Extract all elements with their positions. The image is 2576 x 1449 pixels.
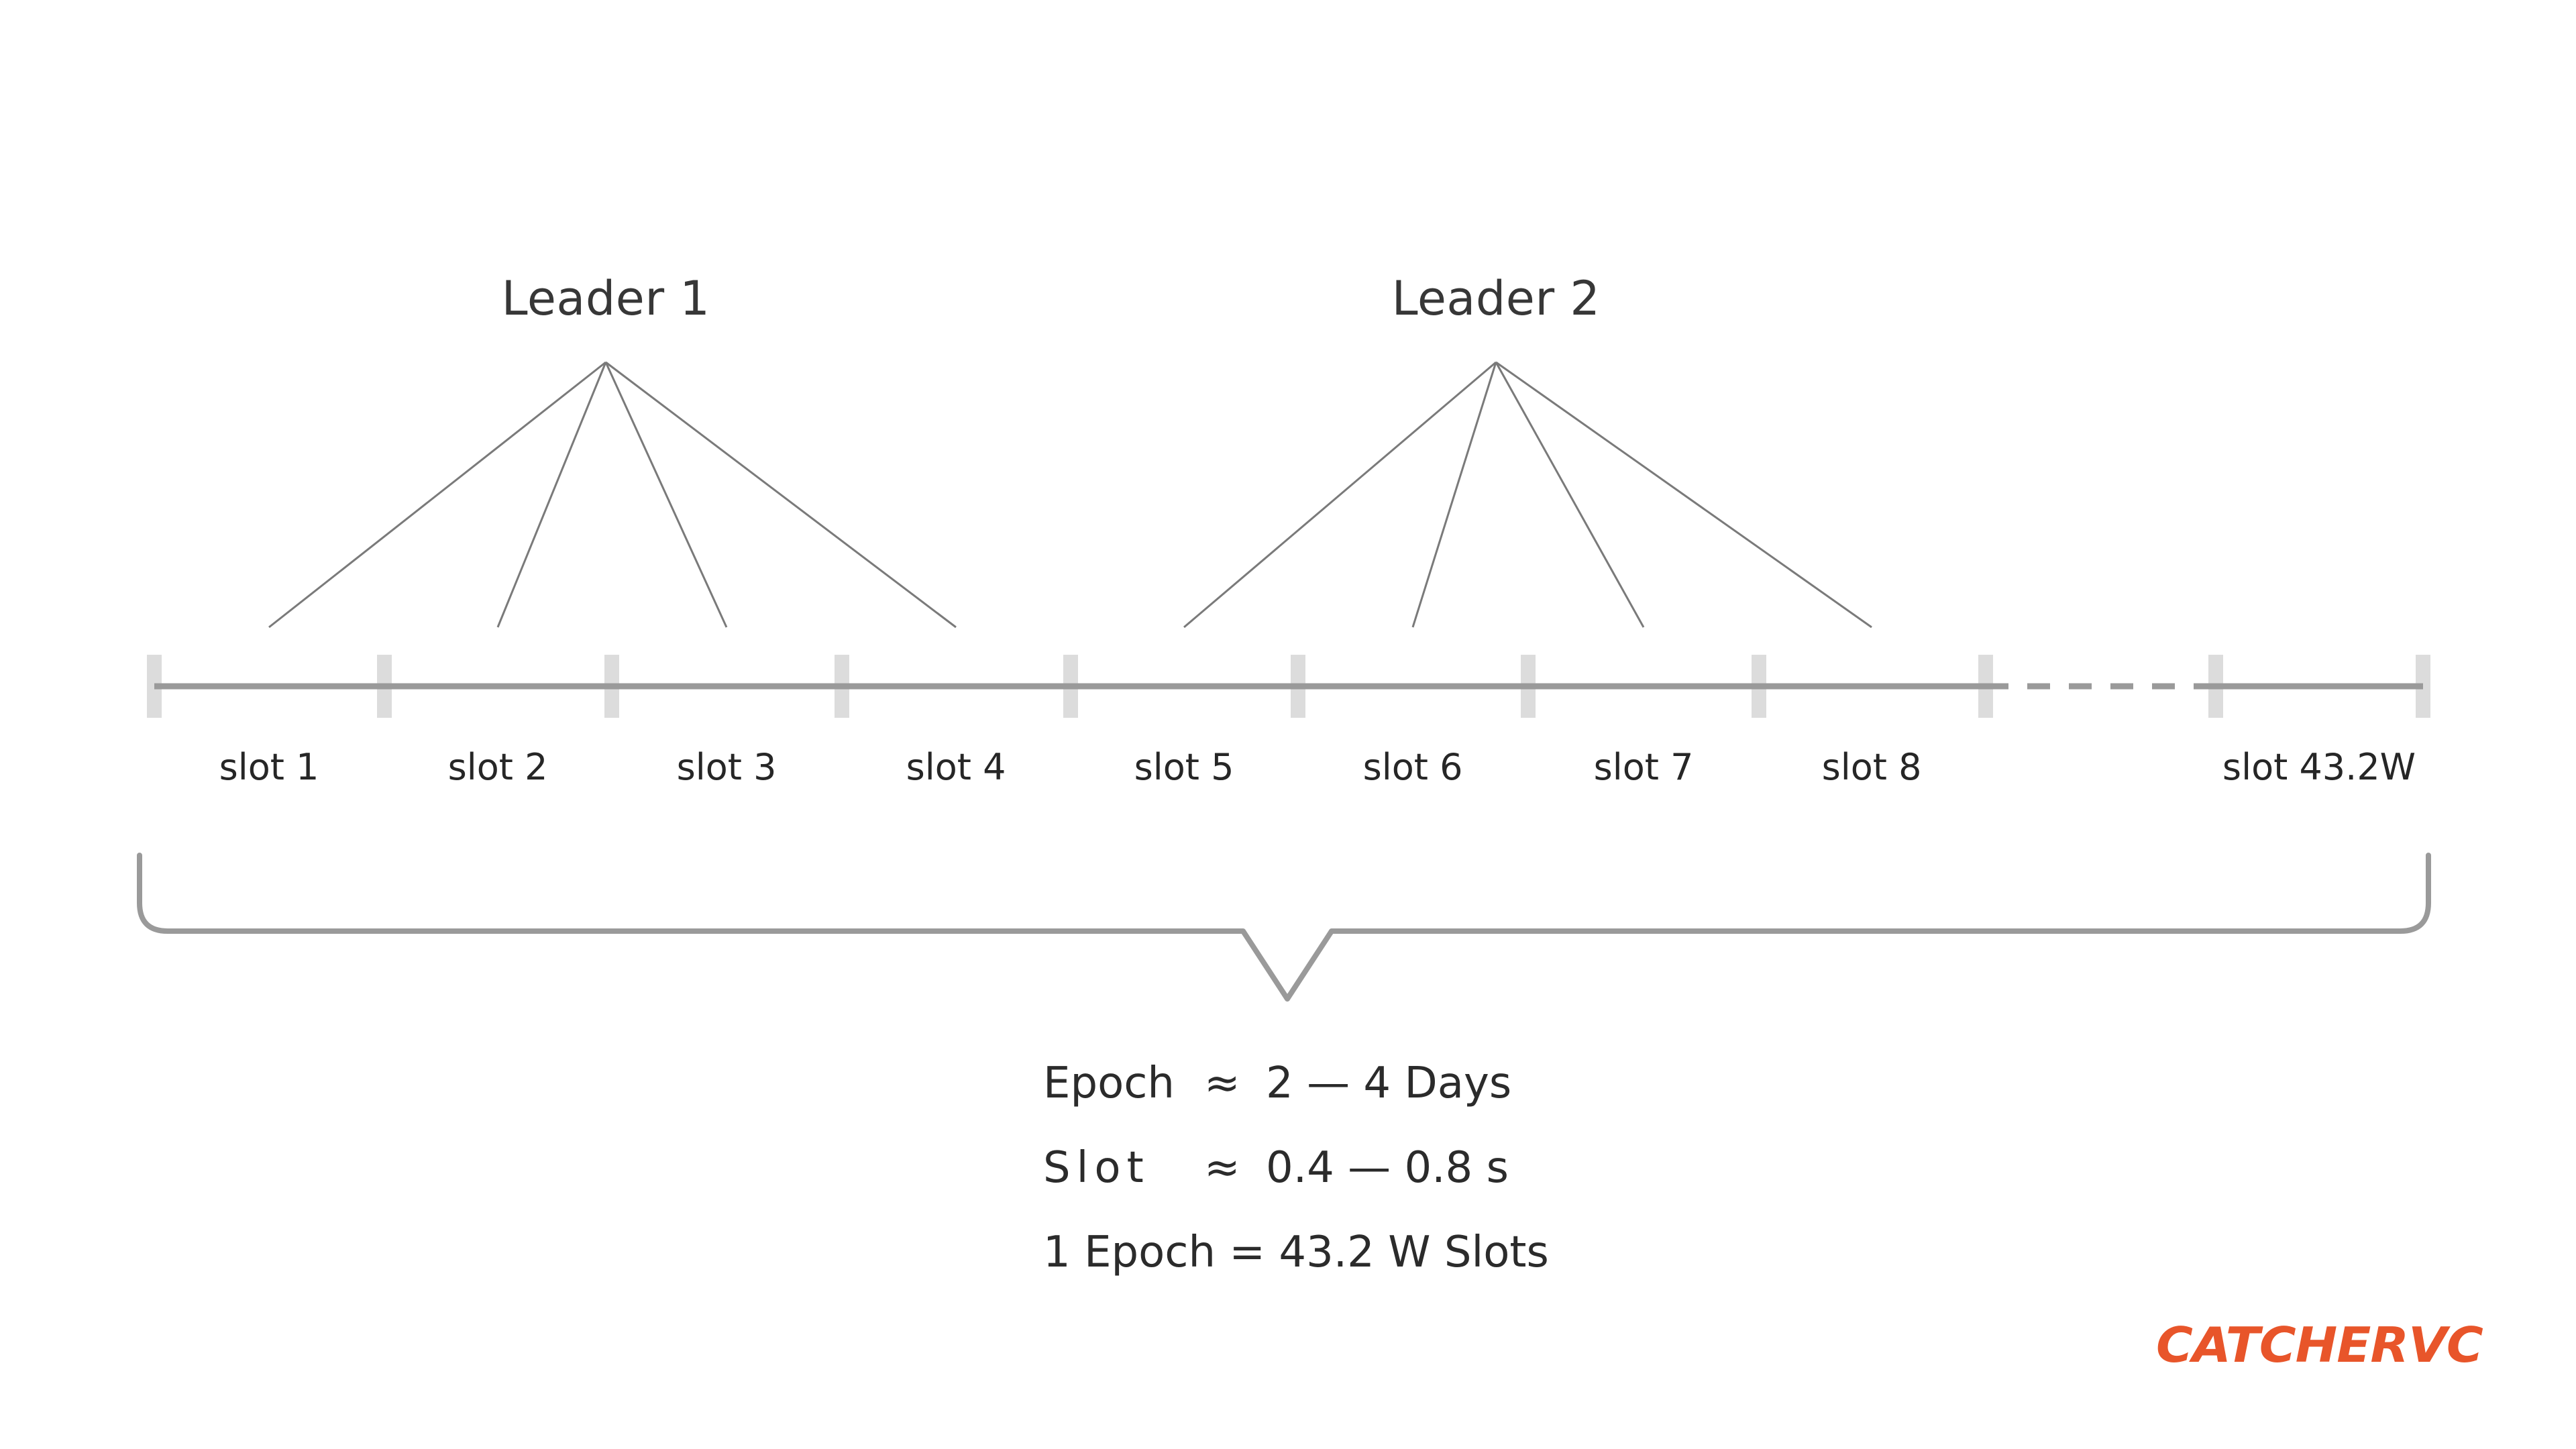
legend-operator-slot: ≈ bbox=[1204, 1143, 1240, 1193]
fan-line bbox=[1183, 361, 1497, 629]
fan-line bbox=[1411, 362, 1497, 628]
epoch-brace bbox=[137, 853, 2431, 1002]
leader-fan-lines bbox=[268, 361, 1872, 629]
fan-line bbox=[605, 361, 957, 629]
slot-label: slot 4 bbox=[906, 746, 1006, 788]
legend-block: Epoch ≈ 2 — 4 Days Slot ≈ 0.4 — 0.8 s 1 … bbox=[1043, 1059, 1549, 1277]
legend-row-epoch: Epoch ≈ 2 — 4 Days bbox=[1043, 1059, 1549, 1108]
legend-value-epoch: 2 — 4 Days bbox=[1266, 1059, 1512, 1108]
epoch-brace-path bbox=[137, 853, 2431, 1002]
fan-line bbox=[604, 362, 728, 628]
leader-label-1: Leader 1 bbox=[501, 271, 710, 326]
brand-logo-catchervc: CATCHERVC bbox=[2156, 1317, 2483, 1373]
legend-row-equation: 1 Epoch = 43.2 W Slots bbox=[1043, 1228, 1549, 1277]
slot-tick-marks bbox=[147, 655, 2430, 718]
legend-value-slot: 0.4 — 0.8 s bbox=[1266, 1143, 1509, 1193]
slot-label: slot 2 bbox=[447, 746, 548, 788]
slot-label: slot 3 bbox=[676, 746, 777, 788]
fan-line bbox=[1495, 361, 1872, 629]
slot-label: slot 6 bbox=[1362, 746, 1463, 788]
fan-line bbox=[268, 361, 606, 629]
legend-term-slot: Slot bbox=[1043, 1143, 1150, 1193]
legend-equation: 1 Epoch = 43.2 W Slots bbox=[1043, 1228, 1549, 1277]
legend-term-epoch: Epoch bbox=[1043, 1059, 1175, 1108]
slot-label: slot 5 bbox=[1134, 746, 1234, 788]
slot-label: slot 8 bbox=[1821, 746, 1922, 788]
fan-line bbox=[1495, 362, 1645, 628]
slot-label: slot 43.2W bbox=[2222, 746, 2416, 788]
leader-label-2: Leader 2 bbox=[1391, 271, 1601, 326]
legend-row-slot: Slot ≈ 0.4 — 0.8 s bbox=[1043, 1143, 1549, 1193]
fan-line bbox=[496, 362, 607, 628]
slot-label: slot 1 bbox=[219, 746, 319, 788]
slot-label: slot 7 bbox=[1593, 746, 1694, 788]
legend-operator-epoch: ≈ bbox=[1204, 1059, 1240, 1108]
